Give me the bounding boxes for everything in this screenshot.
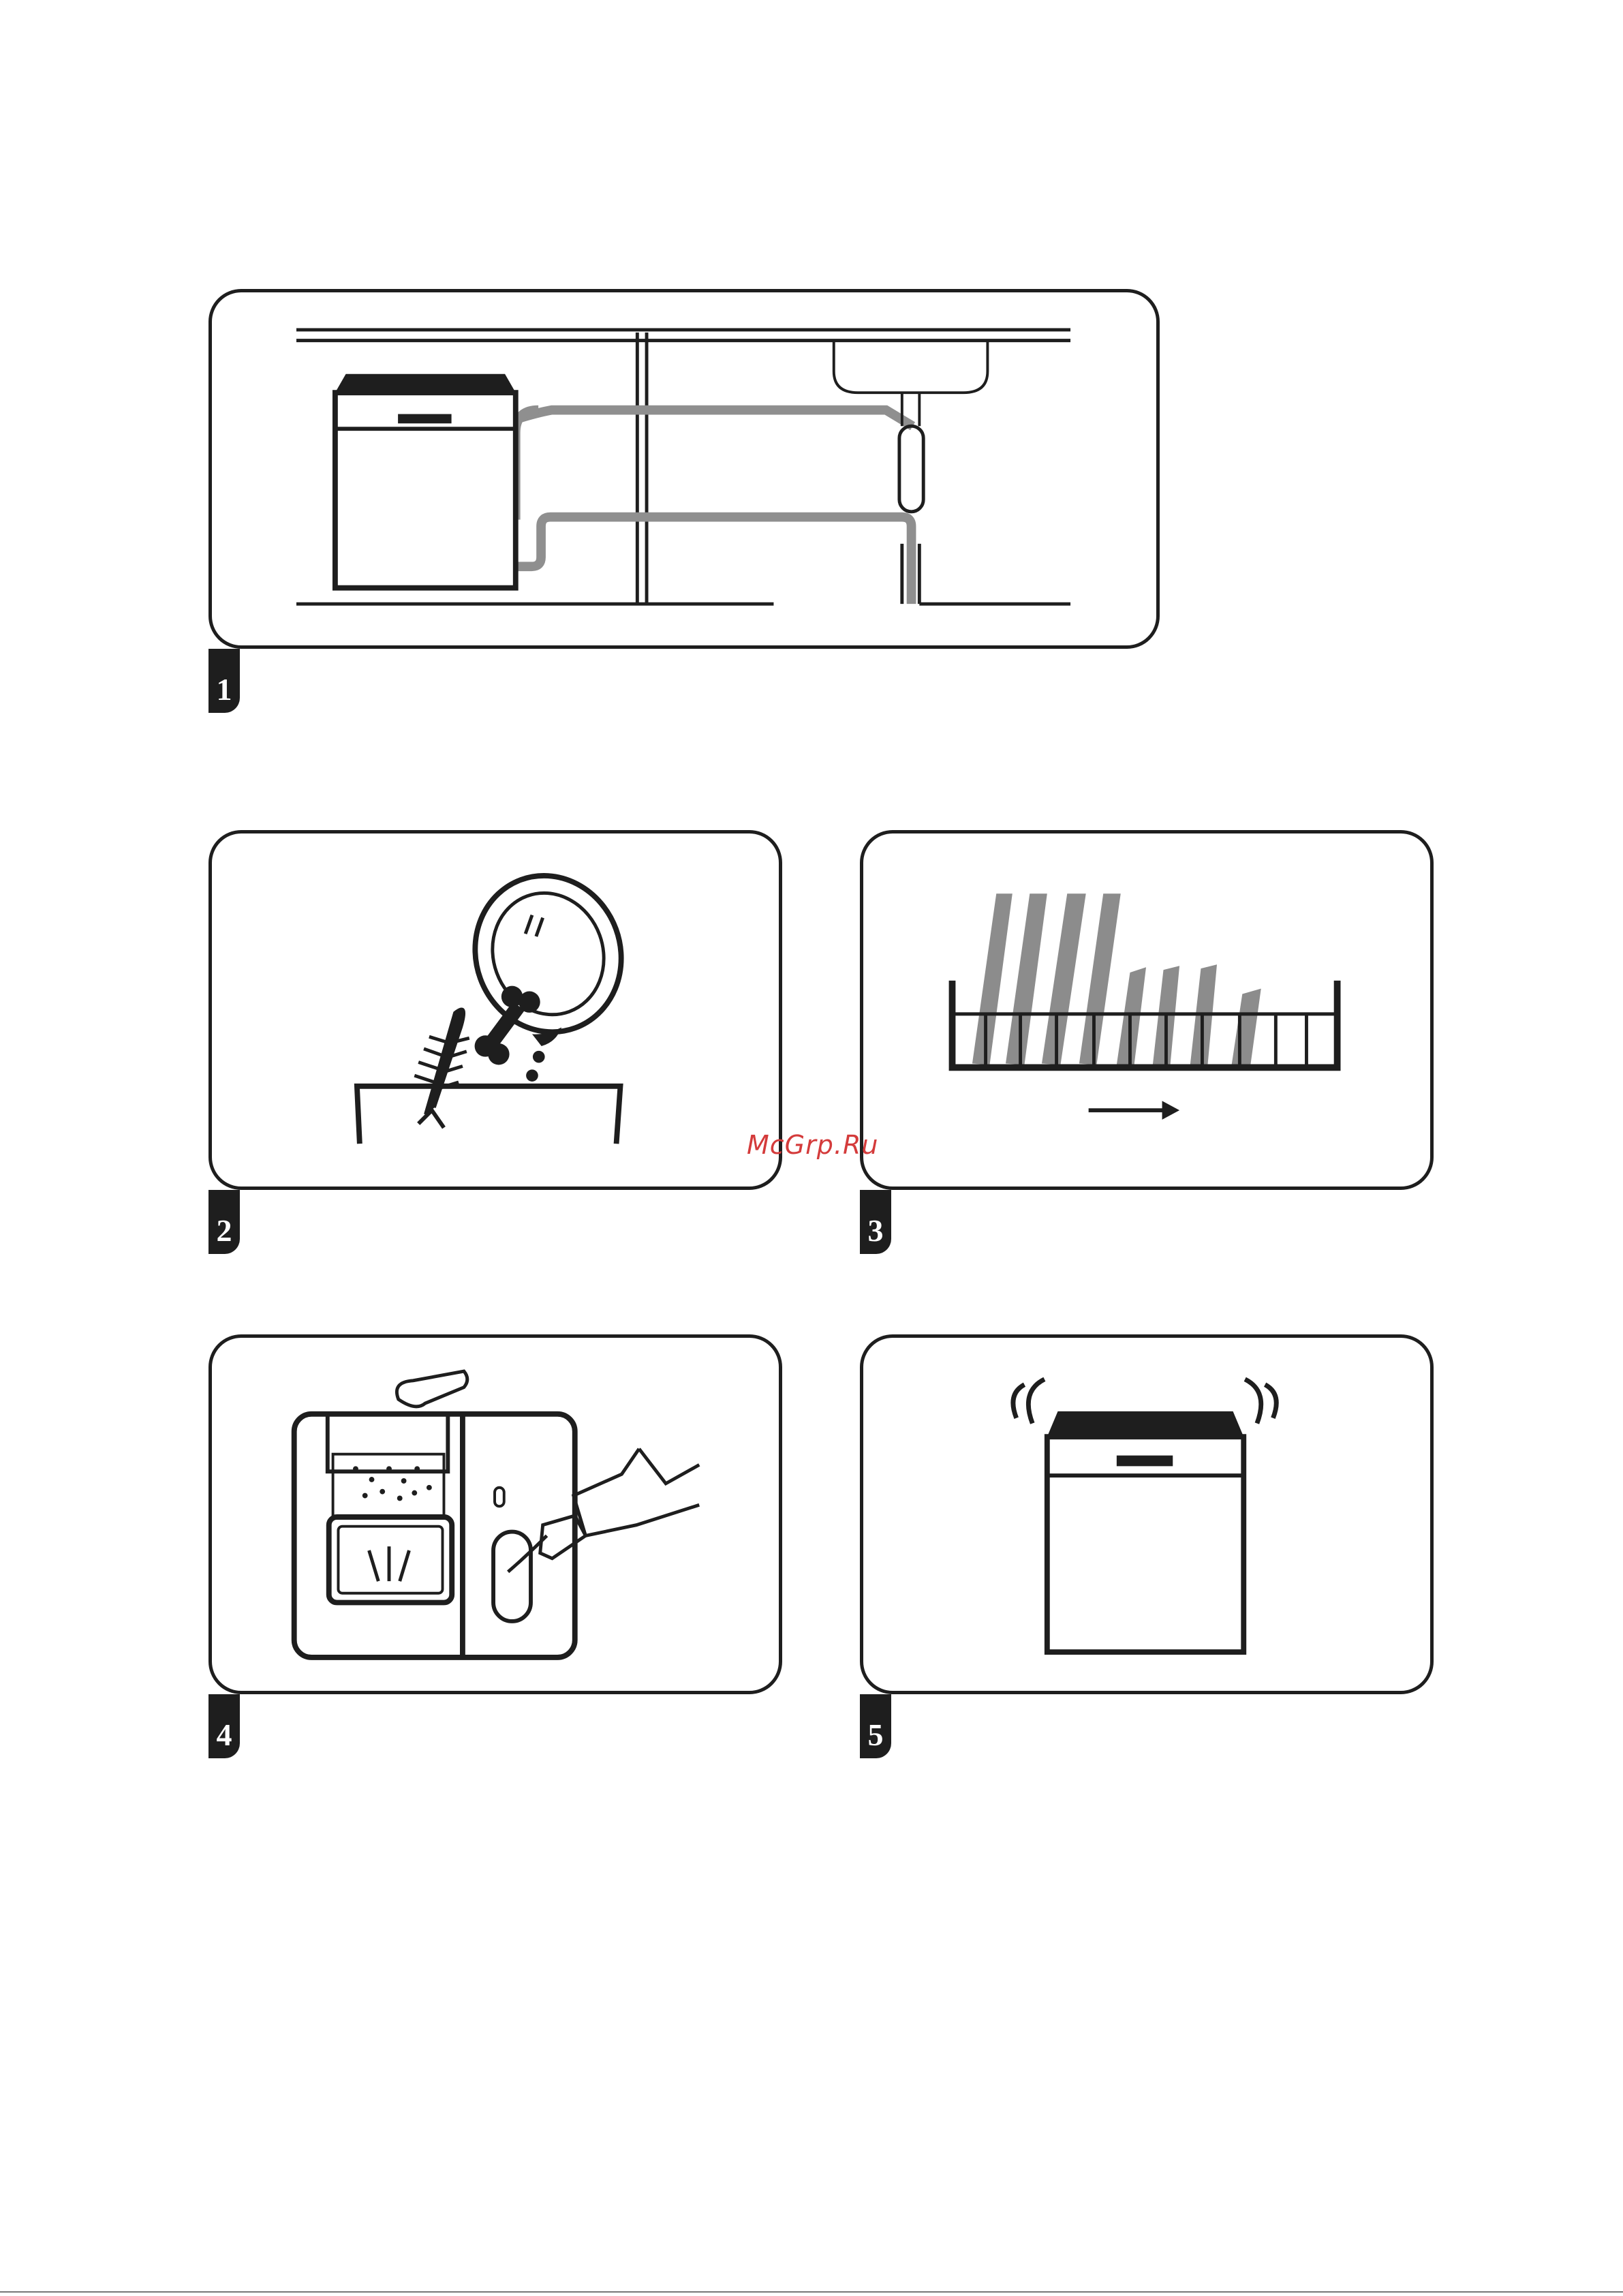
step-4-panel <box>208 1334 782 1694</box>
scrape-food-remains-icon <box>212 833 779 1187</box>
load-dish-rack-icon <box>863 833 1430 1187</box>
step-1-panel <box>208 289 1160 649</box>
start-dishwasher-icon <box>863 1338 1430 1691</box>
step-5-panel <box>860 1334 1434 1694</box>
step-number-1: 1 <box>208 649 240 713</box>
add-detergent-and-rinse-aid-icon <box>212 1338 779 1691</box>
drain-hose-installation-icon <box>212 292 1156 645</box>
step-number-5: 5 <box>860 1694 891 1758</box>
step-number-3: 3 <box>860 1190 891 1254</box>
step-number-2: 2 <box>208 1190 240 1254</box>
dishwasher-icon <box>335 374 516 588</box>
step-2-panel <box>208 830 782 1190</box>
step-3-panel <box>860 830 1434 1190</box>
dishwasher-icon <box>1047 1411 1243 1652</box>
watermark-text: McGrp.Ru <box>747 1130 878 1160</box>
page-bottom-rule <box>0 2291 1623 2293</box>
step-number-4: 4 <box>208 1694 240 1758</box>
